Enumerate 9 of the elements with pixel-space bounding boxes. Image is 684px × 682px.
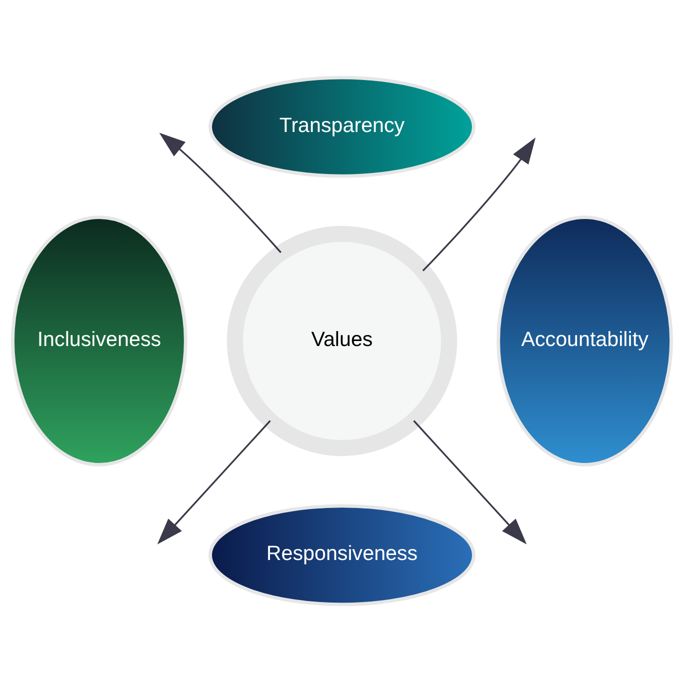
node-ellipse: Responsiveness [208, 504, 476, 606]
arrow [422, 138, 536, 272]
node-ellipse: Inclusiveness [11, 216, 188, 466]
node-ellipse: Accountability [496, 216, 673, 466]
node-ellipse: Transparency [208, 76, 476, 178]
arrow [413, 420, 527, 544]
arrow [159, 132, 282, 254]
node-circle: Values [226, 226, 458, 456]
arrow [157, 420, 271, 544]
